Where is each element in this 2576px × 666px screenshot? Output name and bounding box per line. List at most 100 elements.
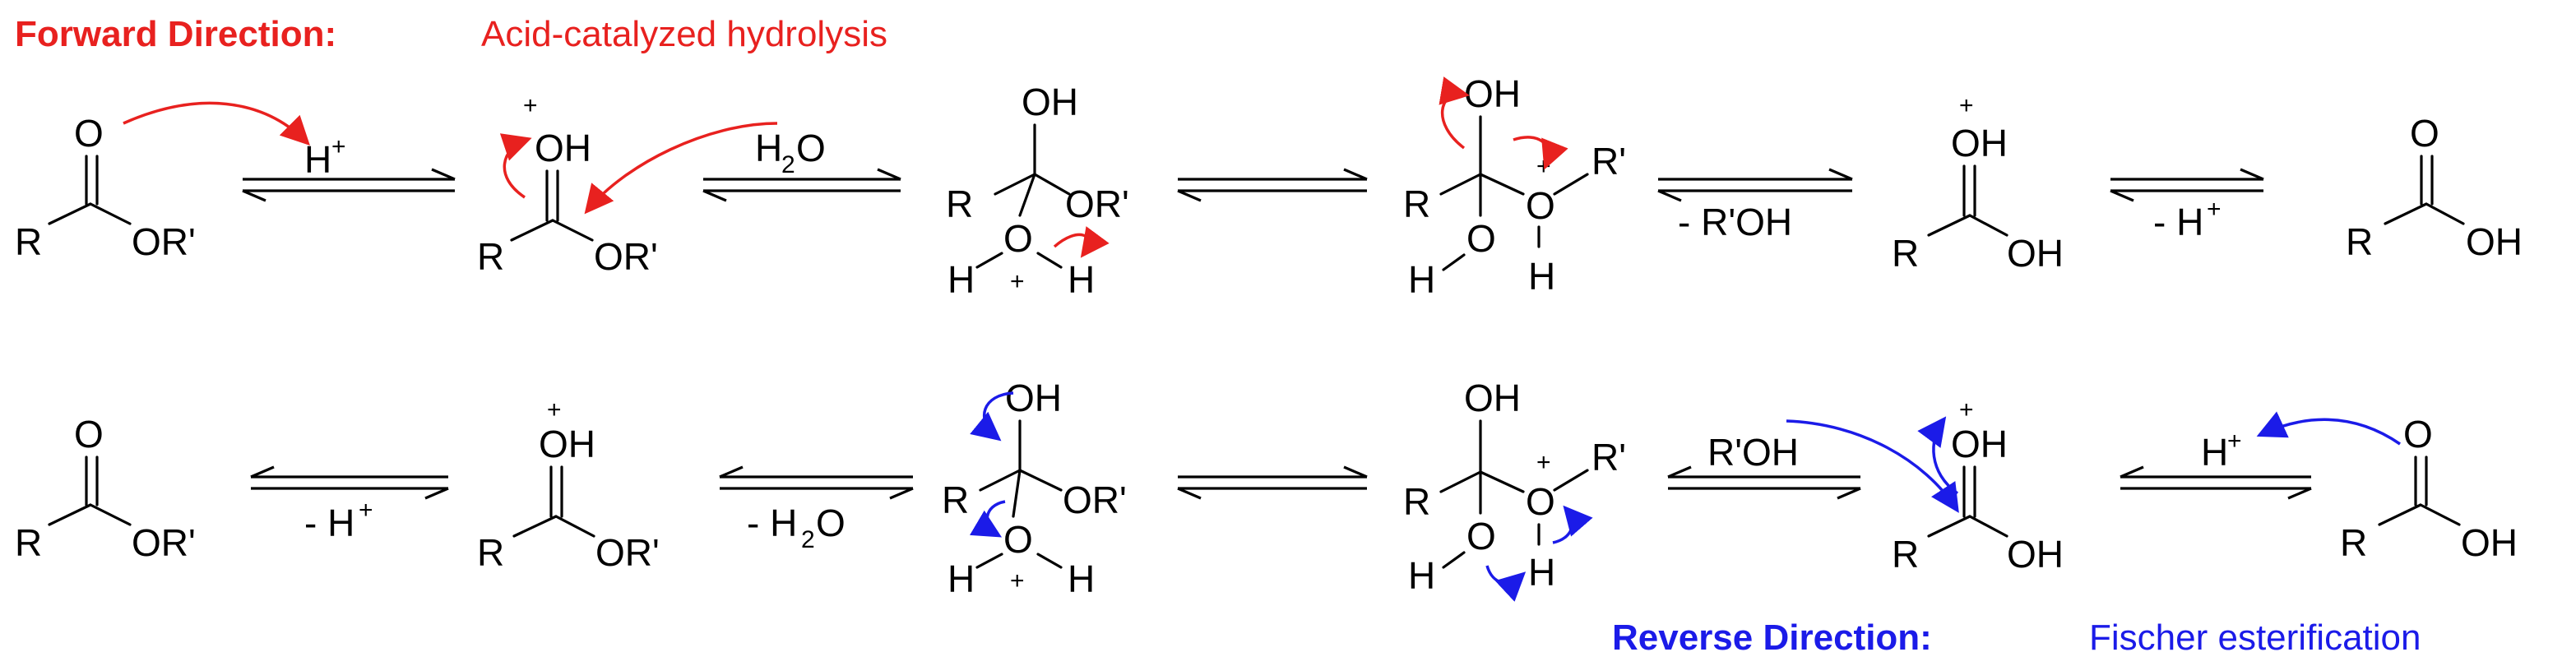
svg-text:OR': OR'	[595, 531, 660, 574]
svg-text:H: H	[755, 127, 782, 169]
molecule-protonated-ester-top: + OH R OR'	[477, 92, 658, 278]
molecule-protonated-acid-bottom: + OH R OH	[1892, 396, 2064, 576]
svg-text:O: O	[1003, 518, 1033, 561]
svg-text:H: H	[947, 258, 975, 301]
svg-text:- H: - H	[2153, 201, 2203, 243]
svg-text:+: +	[547, 396, 562, 423]
equilibrium-arrow-3b	[1177, 465, 1368, 500]
atom-ORp: OR'	[132, 220, 196, 263]
svg-text:+: +	[1959, 396, 1974, 423]
blue-curved-arrow-2	[969, 500, 1006, 538]
svg-text:OH: OH	[1022, 81, 1078, 123]
svg-text:H: H	[1408, 258, 1435, 301]
red-curved-arrow-5	[1439, 76, 1470, 150]
molecule-protonated-ester-bottom: + OH R OR'	[477, 396, 660, 574]
equilibrium-arrow-2b: - H 2 O	[719, 465, 914, 553]
blue-curved-arrow-1	[970, 391, 1014, 442]
svg-text:R': R'	[1591, 140, 1626, 183]
svg-text:+: +	[359, 497, 373, 524]
blue-curved-arrow-6	[1917, 416, 1959, 495]
svg-text:+: +	[2207, 196, 2222, 223]
svg-text:+: +	[1536, 449, 1551, 476]
svg-text:O: O	[2403, 413, 2433, 456]
svg-text:O: O	[816, 502, 846, 544]
equilibrium-arrow-5b: H +	[2120, 428, 2312, 500]
svg-text:OH: OH	[539, 423, 595, 465]
molecule-tetrahedral-1b: OH R OR' O H H +	[942, 377, 1127, 600]
molecule-carboxylic-acid-bottom: O R OH	[2340, 413, 2518, 564]
molecule-ester-bottom: O R OR'	[15, 413, 196, 564]
molecule-ester-top: O R OR'	[15, 112, 196, 263]
svg-text:+: +	[1959, 92, 1974, 119]
equilibrium-arrow-3	[1177, 168, 1368, 202]
svg-text:R: R	[1892, 533, 1919, 576]
svg-text:- R'OH: - R'OH	[1678, 201, 1792, 243]
svg-text:O: O	[1003, 217, 1033, 260]
forward-direction-label: Forward Direction:	[15, 14, 336, 54]
svg-text:O: O	[2410, 112, 2439, 155]
svg-text:OR': OR'	[132, 521, 196, 564]
svg-text:R: R	[477, 235, 504, 278]
red-curved-arrow-3	[584, 122, 778, 215]
svg-text:O: O	[1466, 515, 1496, 557]
blue-curved-arrow-7	[2256, 411, 2401, 446]
svg-text:R: R	[477, 531, 504, 574]
atom-O: O	[74, 112, 104, 155]
molecule-protonated-acid-top: + OH R OH	[1892, 92, 2064, 275]
svg-text:R: R	[2346, 220, 2373, 263]
blue-curved-arrow-3	[1485, 565, 1527, 602]
svg-text:OH: OH	[2466, 220, 2523, 263]
equilibrium-arrow-4: - R'OH	[1657, 168, 1853, 243]
svg-text:OH: OH	[2007, 533, 2064, 576]
svg-text:+: +	[2227, 428, 2242, 455]
svg-text:OR': OR'	[1063, 479, 1127, 521]
svg-text:H: H	[1528, 551, 1555, 594]
svg-text:H: H	[1528, 255, 1555, 298]
svg-text:H: H	[1408, 554, 1435, 597]
blue-curved-arrow-5	[1786, 419, 1959, 513]
svg-text:R: R	[1892, 232, 1919, 275]
svg-text:OH: OH	[1951, 423, 2008, 465]
blue-curved-arrow-4	[1552, 505, 1593, 544]
equilibrium-arrow-4b: R'OH	[1667, 431, 1861, 500]
svg-text:R: R	[15, 521, 42, 564]
svg-text:H: H	[1068, 557, 1095, 600]
equilibrium-arrow-2: H 2 O	[702, 127, 901, 202]
svg-text:R'OH: R'OH	[1707, 431, 1799, 474]
molecule-tetrahedral-2b: OH R O + R' H O H	[1403, 377, 1626, 597]
equilibrium-arrow-1: H +	[242, 133, 456, 202]
svg-text:OH: OH	[1464, 377, 1521, 419]
reverse-direction-label: Reverse Direction:	[1612, 617, 1932, 658]
svg-text:OH: OH	[1951, 122, 2008, 164]
svg-text:O: O	[1466, 217, 1496, 260]
svg-text:H: H	[947, 557, 975, 600]
svg-text:- H: - H	[304, 502, 354, 544]
svg-text:R: R	[1403, 183, 1430, 225]
molecule-tetrahedral-2: OH R O + R' H O H	[1403, 72, 1626, 301]
svg-text:OH: OH	[2007, 232, 2064, 275]
svg-text:+: +	[1010, 268, 1025, 295]
svg-text:- H: - H	[747, 502, 797, 544]
red-curved-arrow-1	[123, 101, 310, 146]
svg-text:R: R	[946, 183, 973, 225]
equilibrium-arrow-1b: - H +	[250, 465, 449, 544]
reagent-h-plus: H	[304, 138, 331, 181]
svg-text:O: O	[796, 127, 826, 169]
svg-text:2: 2	[781, 151, 795, 178]
svg-text:O: O	[1526, 480, 1555, 523]
svg-text:+: +	[523, 92, 538, 119]
svg-text:R: R	[2340, 521, 2367, 564]
molecule-tetrahedral-1: OH R OR' O H H +	[946, 81, 1129, 301]
reagent-h-plus-charge: +	[331, 133, 346, 160]
svg-text:OH: OH	[2461, 521, 2518, 564]
svg-text:R: R	[942, 479, 969, 521]
svg-text:OH: OH	[535, 127, 591, 169]
svg-text:R': R'	[1591, 436, 1626, 479]
svg-text:OH: OH	[1464, 72, 1521, 115]
svg-text:+: +	[1010, 567, 1025, 594]
red-curved-arrow-4	[1053, 226, 1110, 258]
forward-direction-name: Acid-catalyzed hydrolysis	[481, 14, 887, 54]
red-curved-arrow-2	[499, 133, 532, 199]
svg-text:O: O	[74, 413, 104, 456]
